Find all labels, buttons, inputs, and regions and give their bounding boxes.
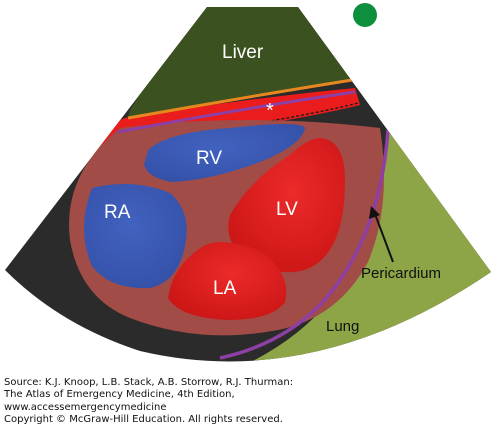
lv-label: LV	[276, 199, 298, 220]
right-ventricle	[144, 124, 305, 182]
left-ventricle	[228, 138, 345, 273]
liver-label: Liver	[222, 42, 264, 63]
source-line-copyright: Copyright © McGraw-Hill Education. All r…	[4, 414, 283, 426]
pericardium-line-lateral	[219, 129, 390, 360]
rv-label: RV	[196, 148, 222, 169]
la-label: LA	[213, 278, 237, 299]
ra-label: RA	[104, 202, 131, 223]
source-line-website: www.accessemergencymedicine	[4, 401, 167, 413]
effusion-asterisk: *	[266, 100, 274, 122]
echocardiogram-schematic: Liver * RV RA LV LA Pericardium Lung	[5, 3, 491, 362]
left-atrium	[168, 242, 287, 320]
pericardium-arrow	[369, 206, 394, 263]
source-caption: Source: K.J. Knoop, L.B. Stack, A.B. Sto…	[4, 377, 489, 427]
source-line-authors: Source: K.J. Knoop, L.B. Stack, A.B. Sto…	[4, 377, 294, 388]
source-line-title: The Atlas of Emergency Medicine, 4th Edi…	[4, 389, 235, 401]
liver-capsule-line	[127, 78, 353, 120]
orientation-marker	[353, 3, 377, 27]
lung-label: Lung	[326, 318, 359, 335]
right-atrium	[84, 184, 187, 289]
pericardium-line	[117, 90, 356, 134]
pericardium-label: Pericardium	[361, 265, 441, 282]
